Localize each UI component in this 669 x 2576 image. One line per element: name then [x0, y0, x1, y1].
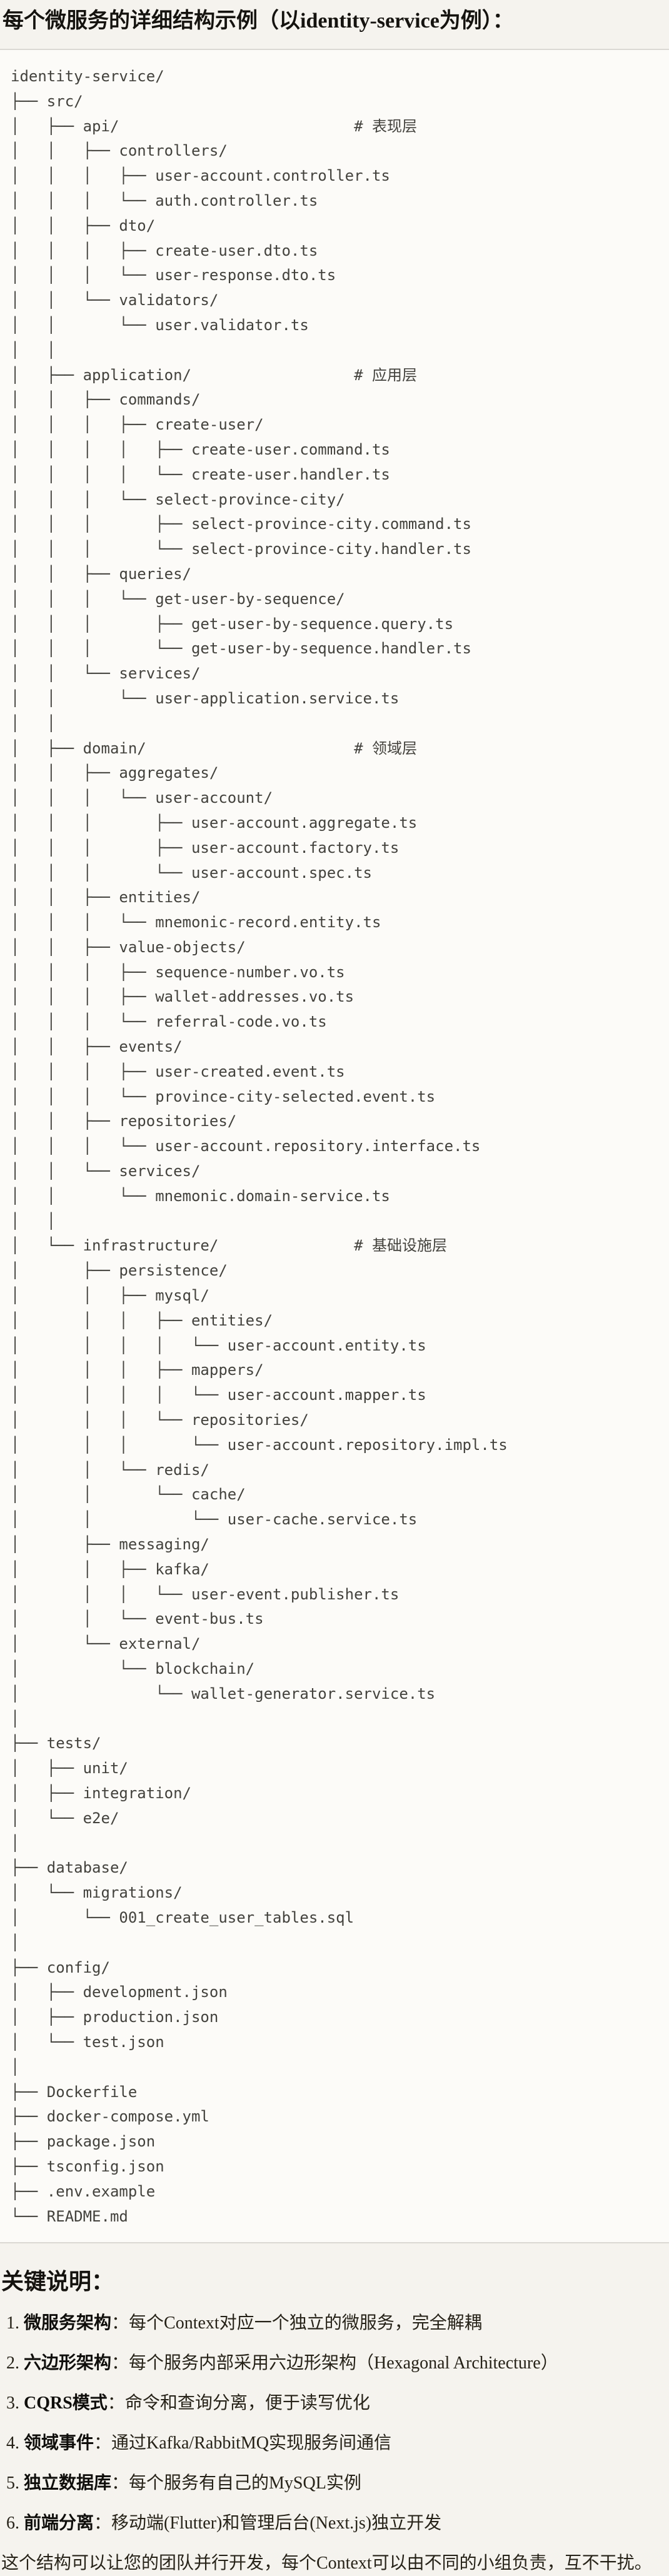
note-item: 6. 前端分离：移动端(Flutter)和管理后台(Next.js)独立开发 — [6, 2511, 669, 2536]
directory-tree: identity-service/ ├── src/ │ ├── api/ # … — [11, 68, 508, 2225]
note-term: 前端分离 — [24, 2513, 94, 2533]
note-description: 每个服务内部采用六边形架构（Hexagonal Architecture） — [129, 2353, 558, 2373]
code-block: identity-service/ ├── src/ │ ├── api/ # … — [0, 49, 669, 2244]
note-term: 微服务架构 — [24, 2313, 112, 2333]
note-item: 4. 领域事件：通过Kafka/RabbitMQ实现服务间通信 — [6, 2431, 669, 2456]
note-separator: ： — [111, 2353, 129, 2373]
note-separator: ： — [111, 2473, 129, 2493]
note-separator: ： — [94, 2513, 112, 2533]
note-term: 六边形架构 — [24, 2353, 112, 2373]
note-number: 3. — [6, 2393, 24, 2413]
closing-paragraph: 这个结构可以让您的团队并行开发，每个Context可以由不同的小组负责，互不干扰… — [1, 2553, 652, 2573]
note-description: 命令和查询分离，便于读写优化 — [124, 2393, 370, 2413]
note-number: 1. — [6, 2313, 24, 2333]
note-separator: ： — [107, 2393, 125, 2413]
note-separator: ： — [111, 2313, 129, 2333]
note-term: 领域事件 — [24, 2433, 94, 2453]
page-title: 每个微服务的详细结构示例（以identity-service为例）： — [3, 9, 514, 33]
note-term: 独立数据库 — [24, 2473, 112, 2493]
note-item: 2. 六边形架构：每个服务内部采用六边形架构（Hexagonal Archite… — [6, 2351, 669, 2376]
note-item: 5. 独立数据库：每个服务有自己的MySQL实例 — [6, 2471, 669, 2496]
note-description: 移动端(Flutter)和管理后台(Next.js)独立开发 — [111, 2513, 442, 2533]
notes-heading: 关键说明： — [1, 2269, 114, 2295]
note-number: 2. — [6, 2353, 24, 2373]
note-number: 6. — [6, 2513, 24, 2533]
note-item: 3. CQRS模式：命令和查询分离，便于读写优化 — [6, 2391, 669, 2416]
note-description: 每个服务有自己的MySQL实例 — [129, 2473, 361, 2493]
note-separator: ： — [94, 2433, 112, 2453]
note-number: 4. — [6, 2433, 24, 2453]
note-term: CQRS模式 — [24, 2393, 108, 2413]
note-description: 通过Kafka/RabbitMQ实现服务间通信 — [111, 2433, 391, 2453]
note-item: 1. 微服务架构：每个Context对应一个独立的微服务，完全解耦 — [6, 2311, 669, 2336]
note-description: 每个Context对应一个独立的微服务，完全解耦 — [129, 2313, 482, 2333]
note-number: 5. — [6, 2473, 24, 2493]
